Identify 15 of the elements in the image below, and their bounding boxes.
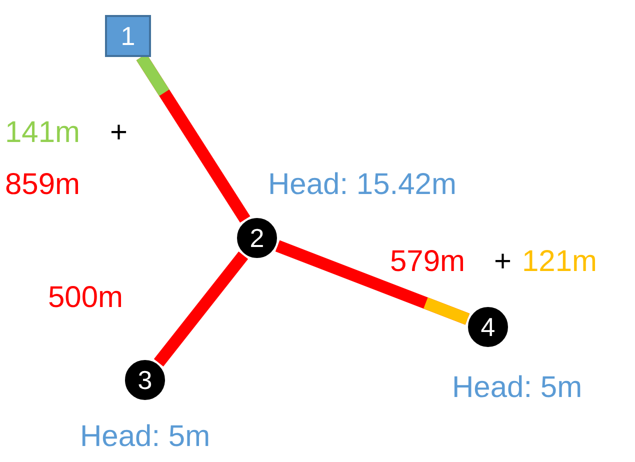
- head-label: Head: 5m: [80, 422, 210, 452]
- node-circle: 4: [466, 305, 510, 349]
- length-label: 579m: [390, 247, 466, 277]
- node-circle: 2: [235, 216, 279, 260]
- edge-label: 500m: [48, 283, 124, 313]
- node-box: 1: [105, 15, 151, 57]
- node-circle: 3: [123, 358, 167, 402]
- head-label: Head: 15.42m: [268, 170, 456, 200]
- length-label: 859m: [5, 170, 80, 200]
- length-label: 141m: [5, 118, 80, 148]
- length-label: 121m: [522, 247, 598, 277]
- pipe-line: [154, 252, 248, 366]
- head-label: Head: 5m: [452, 373, 582, 403]
- length-label: +: [494, 247, 512, 277]
- length-label: +: [110, 118, 128, 148]
